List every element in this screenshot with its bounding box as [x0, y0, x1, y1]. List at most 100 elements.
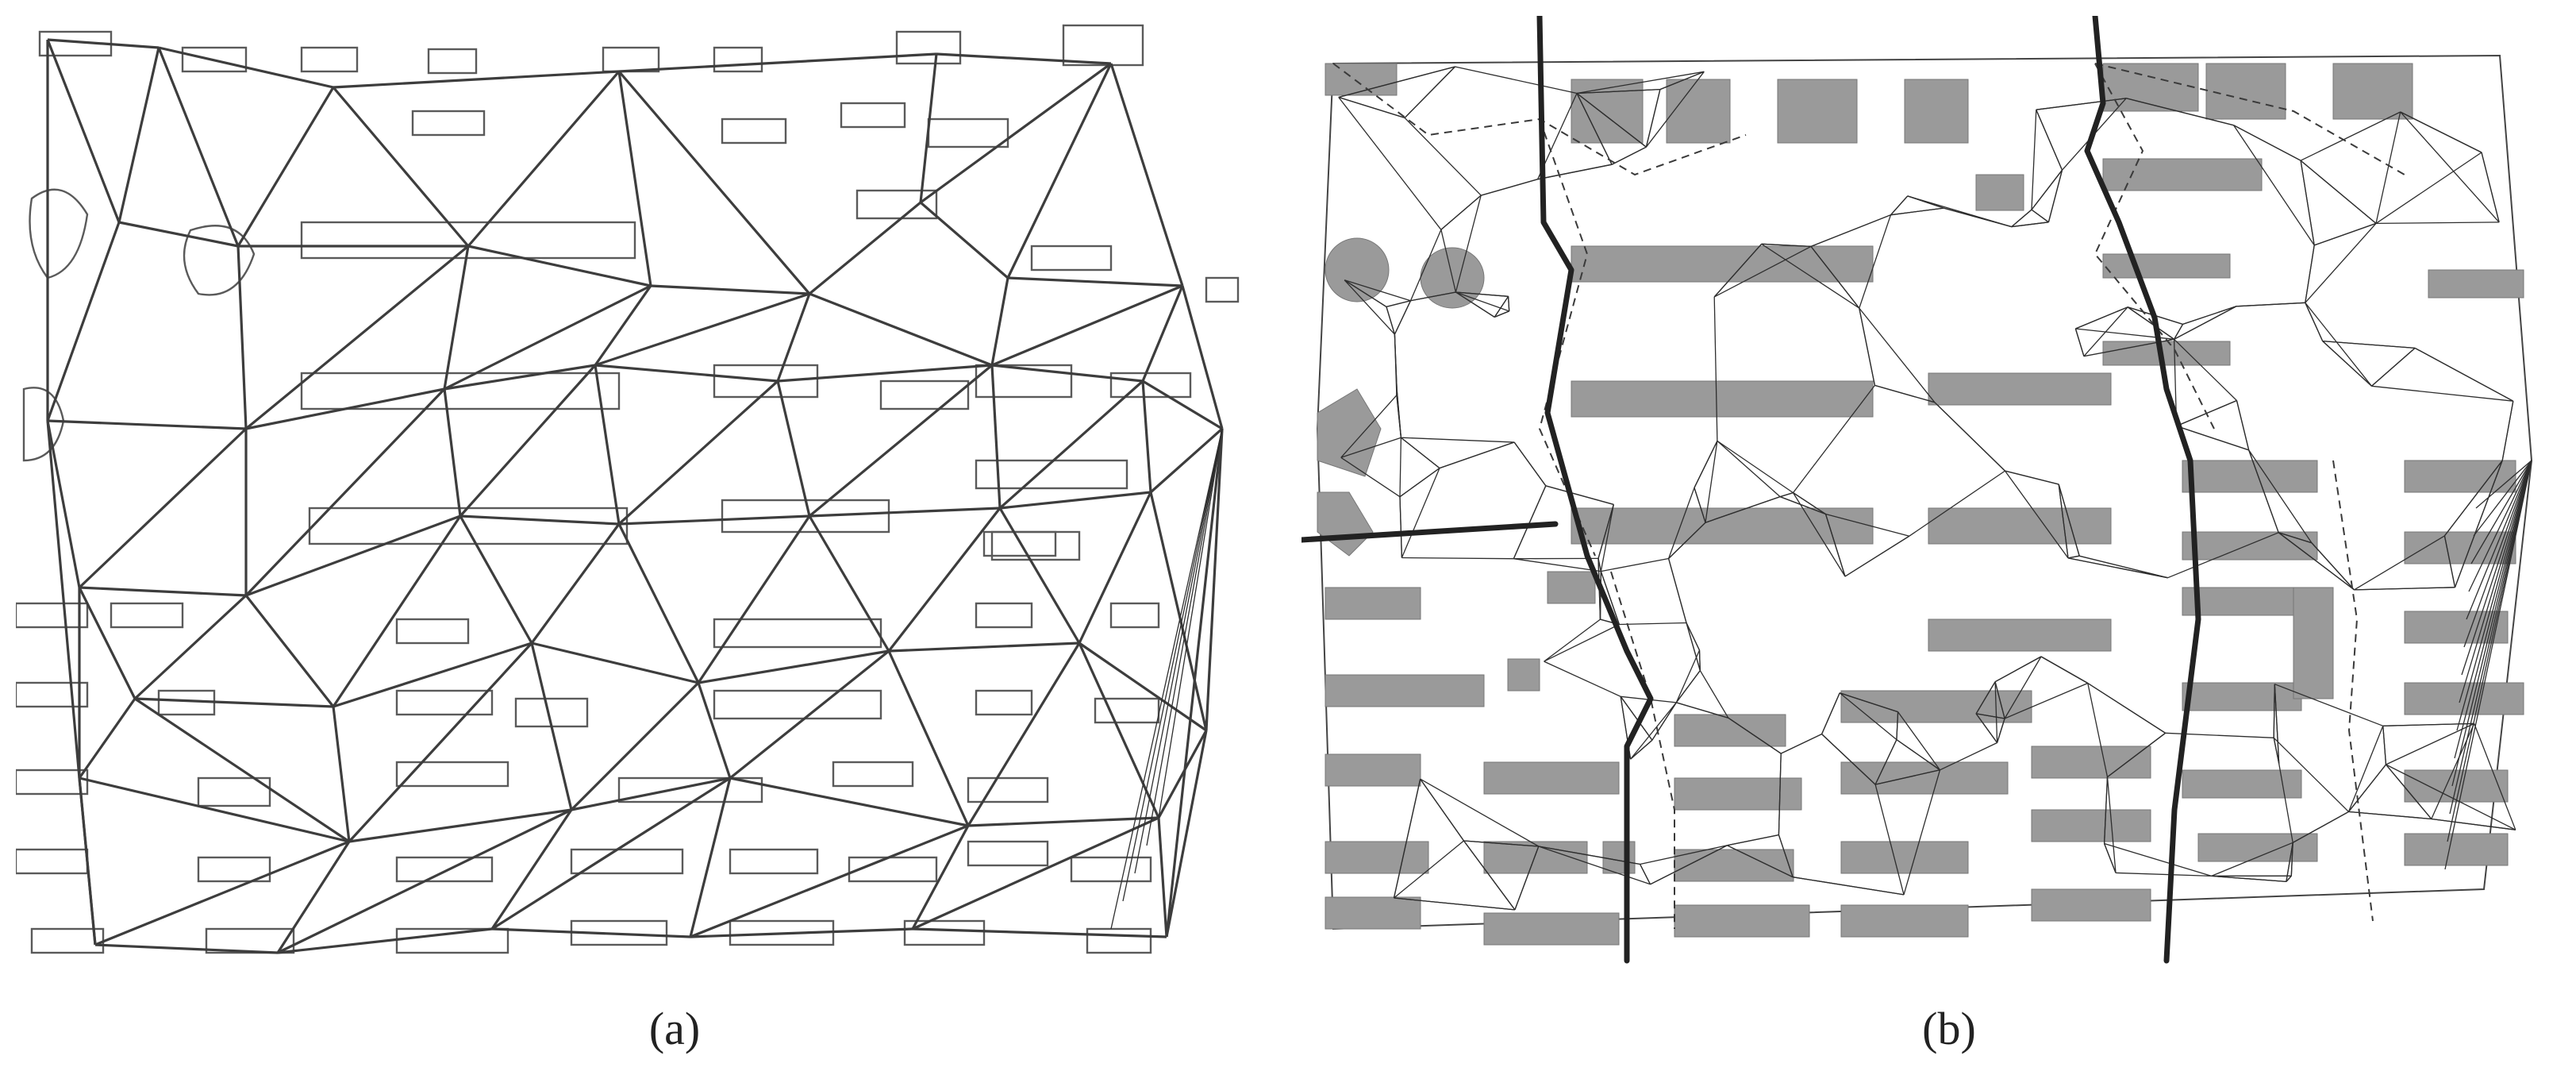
triangulation-edge [919, 53, 938, 203]
triangulation-edge [594, 292, 810, 367]
triangulation-edge [1404, 66, 1455, 118]
triangulation-edge [2047, 170, 2063, 222]
triangulation-edge [1600, 504, 1614, 572]
triangulation-edge [2031, 169, 2063, 210]
building-fill [1325, 841, 1429, 874]
building-outline [29, 188, 89, 279]
triangulation-edge [2079, 555, 2168, 579]
building-outline [602, 46, 660, 73]
building-outline [840, 102, 906, 129]
triangulation-edge [1396, 389, 1402, 438]
triangulation-edge [809, 507, 1001, 518]
building-outline [16, 681, 89, 708]
triangulation-edge [2456, 460, 2532, 731]
triangulation-edge [1810, 214, 1891, 248]
triangulation-edge [697, 682, 732, 779]
building-fill [1674, 904, 1810, 938]
triangulation-edge [1675, 670, 1701, 703]
building-outline [855, 189, 938, 220]
triangulation-edge [1399, 437, 1402, 497]
triangulation-edge [2454, 460, 2503, 588]
triangulation-edge [2248, 449, 2313, 544]
triangulation-edge [134, 697, 350, 843]
triangulation-edge [117, 47, 160, 223]
building-fill [1325, 237, 1390, 302]
building-outline [395, 761, 509, 788]
triangulation-edge [920, 62, 1112, 204]
triangulation-edge [1149, 427, 1224, 494]
triangulation-edge [1821, 692, 1840, 734]
panel-b-diagram [1301, 16, 2533, 964]
building-outline [879, 380, 970, 410]
triangulation-edge [348, 642, 533, 843]
triangulation-edge [1455, 195, 1482, 293]
triangulation-edge [2087, 683, 2109, 777]
triangulation-edge [276, 841, 351, 954]
triangulation-edge [2176, 425, 2249, 451]
triangulation-edge [1463, 840, 1516, 911]
triangulation-edge [2236, 400, 2250, 451]
triangulation-edge [46, 222, 121, 422]
triangulation-edge [459, 515, 533, 644]
triangulation-edge [1420, 778, 1465, 842]
triangulation-edge [1994, 656, 2042, 683]
triangulation-edge [1404, 117, 1482, 196]
triangulation-edge [1640, 845, 1728, 865]
triangulation-edge [157, 47, 240, 247]
triangulation-edge [79, 586, 247, 597]
triangulation-edge [1650, 845, 1728, 885]
building-outline [427, 48, 478, 75]
road-line [1536, 16, 1654, 964]
triangulation-edge [1338, 97, 1442, 230]
triangulation-edge [1146, 428, 1223, 846]
building-fill [2031, 746, 2151, 779]
building-fill [2332, 63, 2413, 120]
triangulation-edge [2449, 460, 2532, 815]
triangulation-edge [1149, 491, 1208, 731]
triangulation-edge [1792, 877, 1905, 896]
building-outline [975, 602, 1033, 629]
triangulation-edge [118, 221, 239, 248]
building-outline [395, 927, 509, 954]
triangulation-edge [2005, 470, 2059, 485]
triangulation-edge [887, 650, 970, 826]
triangulation-edge [2274, 684, 2280, 764]
triangulation-edge [1394, 897, 1515, 911]
building-outline [110, 602, 184, 629]
triangulation-edge [2481, 152, 2500, 223]
triangulation-edge [1705, 441, 1718, 523]
triangulation-edge [2004, 656, 2042, 719]
triangulation-edge [2182, 306, 2237, 326]
triangulation-edge [1890, 195, 1909, 216]
triangulation-edge [2470, 460, 2532, 564]
triangulation-edge [2414, 347, 2514, 402]
triangulation-edge [1157, 817, 1168, 938]
triangulation-edge [2313, 222, 2377, 246]
triangulation-edge [1874, 769, 1940, 785]
triangulation-edge [1667, 487, 1695, 559]
triangulation-edge [443, 245, 470, 390]
triangulation-edge [1667, 558, 1687, 623]
triangulation-edge [2083, 306, 2128, 357]
triangulation-edge [1839, 692, 1898, 713]
triangulation-edge [2274, 684, 2384, 726]
triangulation-edge [332, 86, 470, 248]
triangulation-edge [47, 419, 247, 430]
triangulation-edge [776, 380, 811, 517]
triangulation-edge [1394, 840, 1464, 899]
triangulation-edge [1393, 779, 1421, 899]
triangulation-edge [2278, 532, 2355, 591]
building-fill [2102, 341, 2231, 366]
building-fill [2293, 587, 2334, 699]
building-outline [308, 507, 629, 545]
triangulation-edge [2233, 125, 2301, 161]
building-fill [1674, 777, 1802, 811]
triangulation-edge [2475, 460, 2532, 509]
triangulation-edge [998, 507, 1081, 644]
triangulation-edge [2451, 460, 2532, 787]
triangulation-edge [444, 284, 652, 391]
building-fill [1928, 618, 2112, 652]
triangulation-edge [1778, 753, 1782, 835]
triangulation-edge [1705, 495, 1781, 523]
building-outline [975, 459, 1128, 490]
